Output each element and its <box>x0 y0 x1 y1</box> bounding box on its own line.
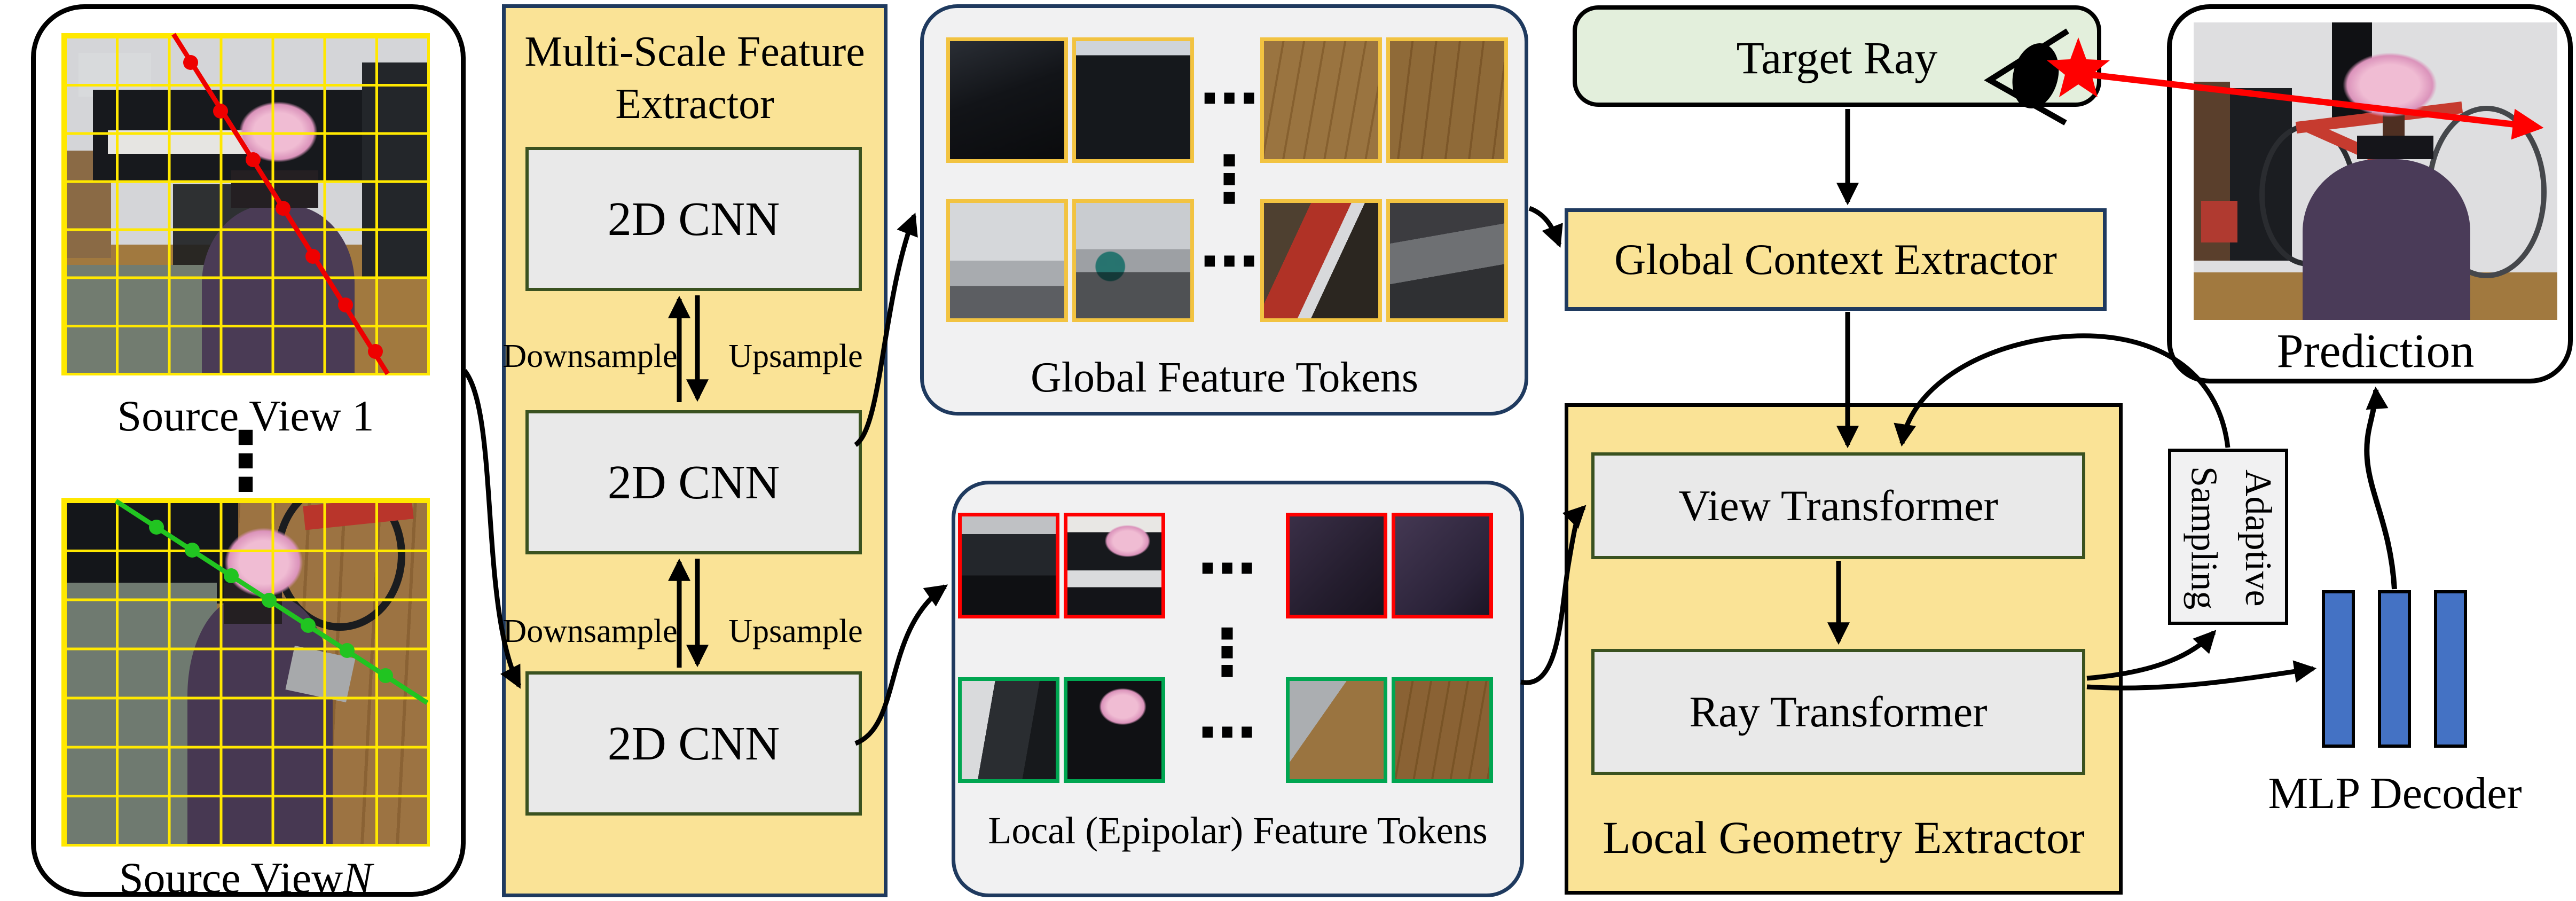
local-tokens-hdots-1: ⋯ <box>1198 534 1256 603</box>
source-view-n-symbol: N <box>343 853 373 901</box>
bonsai-pot <box>2357 135 2434 160</box>
blossoms <box>2324 40 2456 130</box>
global-tokens-hdots-2: ⋯ <box>1200 227 1259 296</box>
local-token-patch-green <box>1286 677 1387 783</box>
blossoms <box>1090 681 1156 732</box>
blossoms <box>224 89 333 174</box>
source-view-1-image <box>61 33 430 375</box>
local-token-patch-green <box>1064 677 1165 783</box>
prediction-image <box>2194 22 2557 320</box>
cnn-block-3: 2D CNN <box>525 671 862 816</box>
target-ray-label: Target Ray <box>1736 32 1938 83</box>
source-view-n-label: Source View N <box>61 853 430 901</box>
purple-cloth <box>202 204 355 373</box>
local-geometry-extractor-label: Local Geometry Extractor <box>1603 812 2085 863</box>
red-box <box>2201 201 2237 243</box>
local-token-patch-red <box>1286 513 1387 618</box>
global-token-patch <box>1260 37 1382 163</box>
mlp-layer-bar <box>2378 590 2411 748</box>
downsample-label-1: Downsample <box>502 338 678 374</box>
purple-cloth <box>2303 159 2470 320</box>
global-token-patch <box>1386 37 1508 163</box>
global-context-extractor-box: Global Context Extractor <box>1565 208 2107 311</box>
global-token-patch <box>1072 199 1194 322</box>
cnn-block-2: 2D CNN <box>525 410 862 554</box>
global-tokens-vdots: ⋮ <box>1197 143 1261 217</box>
bonsai-pot <box>231 170 318 208</box>
arrow-global-tokens-to-gce <box>1528 206 1563 248</box>
local-token-patch-green <box>1392 677 1493 783</box>
mlp-layer-bar <box>2434 590 2467 748</box>
local-tokens-vdots: ⋮ <box>1195 616 1259 690</box>
source-view-n-image <box>61 498 430 847</box>
ray-transformer-box: Ray Transformer <box>1591 649 2085 775</box>
global-token-patch <box>1260 199 1382 322</box>
source-views-ellipsis: ⋮ <box>206 415 286 508</box>
bicycle <box>362 62 427 279</box>
local-token-patch-red <box>1392 513 1493 618</box>
arrow-mlp-to-prediction <box>2364 386 2397 590</box>
downsample-label-2: Downsample <box>502 613 678 649</box>
upsample-label-1: Upsample <box>728 338 863 374</box>
local-token-patch-red <box>1064 513 1165 618</box>
rug <box>64 265 209 373</box>
global-token-patch <box>946 37 1068 163</box>
global-token-patch <box>1386 199 1508 322</box>
local-token-patch-red <box>958 513 1059 618</box>
cnn-block-1: 2D CNN <box>525 147 862 291</box>
mlp-layer-bar <box>2322 590 2355 748</box>
extractor-title: Multi-Scale Feature Extractor <box>507 22 882 135</box>
local-token-patch-green <box>958 677 1059 783</box>
view-transformer-box: View Transformer <box>1591 452 2085 559</box>
global-token-patch <box>1072 37 1194 163</box>
blossoms <box>1095 518 1160 564</box>
global-token-patch <box>946 199 1068 322</box>
blossoms <box>209 514 318 610</box>
global-tokens-hdots-1: ⋯ <box>1200 64 1259 133</box>
source-view-n-prefix: Source View <box>119 853 343 901</box>
local-tokens-hdots-2: ⋯ <box>1198 698 1256 767</box>
purple-cloth <box>187 597 333 844</box>
local-tokens-caption: Local (Epipolar) Feature Tokens <box>988 809 1488 852</box>
extractor-title-line1: Multi-Scale Feature <box>524 28 865 76</box>
adaptive-sampling-box: Adaptive Sampling <box>2168 449 2288 625</box>
global-tokens-caption: Global Feature Tokens <box>1030 354 1419 401</box>
mlp-decoder-label: MLP Decoder <box>2268 769 2522 818</box>
upsample-label-2: Upsample <box>728 613 863 649</box>
prediction-label: Prediction <box>2276 324 2475 378</box>
extractor-title-line2: Extractor <box>615 81 774 128</box>
source-view-1-label: Source View 1 <box>117 391 374 440</box>
